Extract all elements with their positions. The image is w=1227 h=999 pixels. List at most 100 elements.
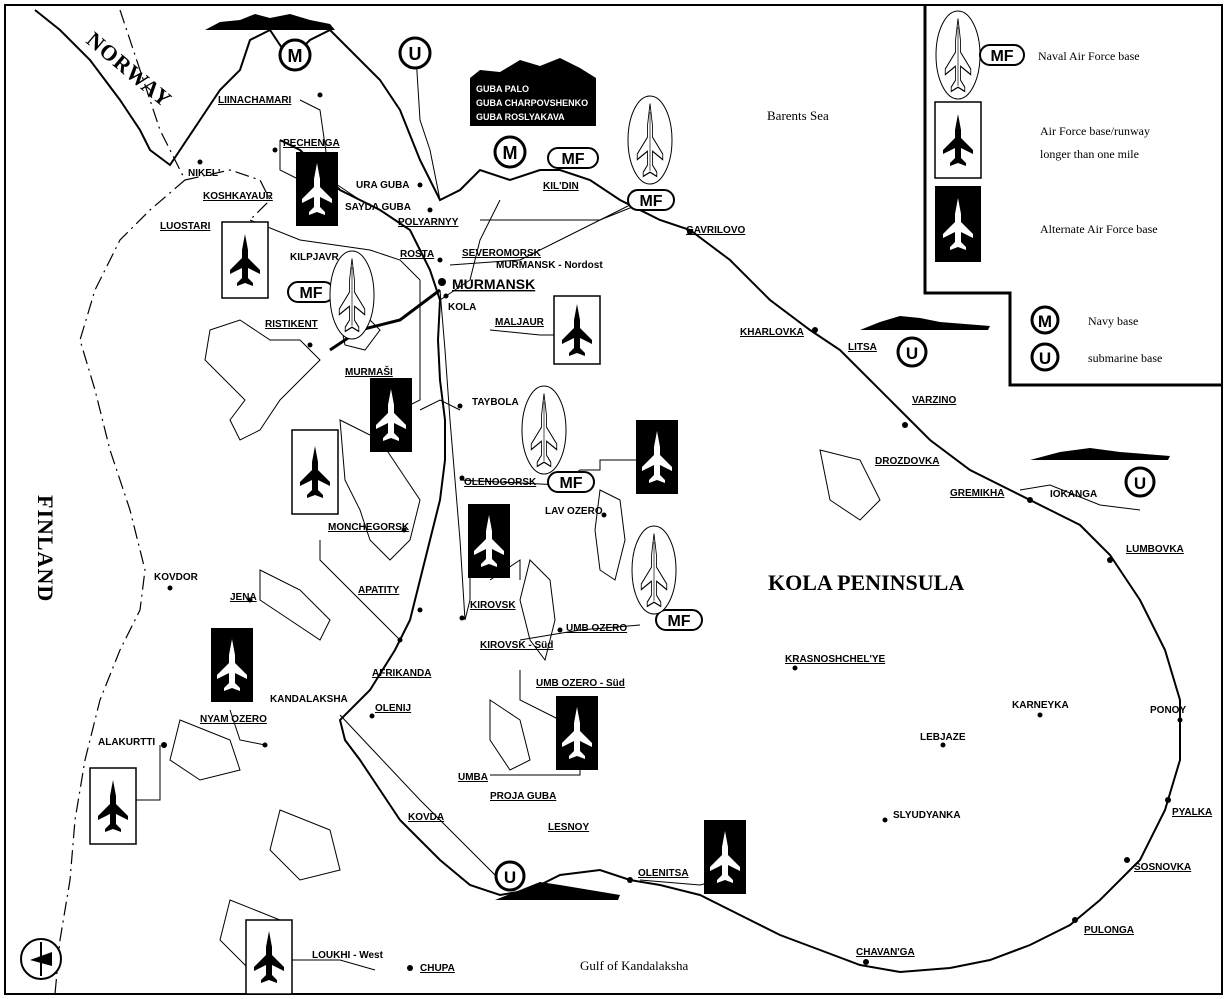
svg-text:U: U [1134,474,1146,493]
place-label: CHAVAN'GA [856,947,915,958]
legend-navy-icon: M [1030,305,1060,335]
finland-border [184,169,271,221]
place-label: POLYARNYY [398,217,459,228]
place-label: PECHENGA [283,138,340,149]
naval-air-base-icon [521,385,567,475]
place-dots [161,92,1183,971]
legend-air-force-icon [934,101,982,179]
submarine-base-icon: U [1124,466,1156,498]
place-label: PYALKA [1172,807,1212,818]
norway-border [54,9,186,995]
place-label: UMB OZERO - Süd [536,678,625,689]
naval-air-base-icon [631,525,677,615]
legend-naval-air-force-base: Naval Air Force base [1038,49,1140,63]
alternate-air-force-base-icon [296,152,338,226]
place-label: OLENIJ [375,703,411,714]
air-force-base-icon [553,295,601,365]
place-label: GAVRILOVO [686,225,745,236]
submarine-base-icon: U [494,860,526,892]
legend-naval-air-icon: MF [935,10,1025,100]
navy-base-icon: M [278,38,312,72]
legend-alternate-air-force-icon [935,186,981,262]
naval-air-badge: MF [547,147,599,169]
legend-air-force-base-line-2: longer than one mile [1040,147,1139,161]
place-label: ROSTA [400,249,434,260]
place-label: CHUPA [420,963,455,974]
place-label: LIINACHAMARI [218,95,292,106]
place-label: NIKEL' [188,168,220,179]
legend: MF Naval Air Force base Air Force base/r… [923,5,1222,387]
place-label: NYAM OZERO [200,714,267,725]
coastline [34,9,1181,974]
legend-navy-base: Navy base [1088,314,1138,328]
place-label: MURMAŠI [345,365,393,378]
place-label: MONCHEGORSK [328,522,410,533]
place-label: KOLA [448,302,476,313]
emblem-icon [20,938,62,980]
place-label: APATITY [358,585,400,596]
svg-text:MF: MF [559,475,582,492]
place-label: KANDALAKSHA [270,694,348,705]
submarine-base-icon: U [398,36,432,70]
place-label: LITSA [848,342,877,353]
submarine-base-icon: U [896,336,928,368]
alternate-air-force-base-icon [370,378,412,452]
legend-u: U [1039,349,1051,368]
legend-submarine-base: submarine base [1088,351,1162,365]
place-label: PULONGA [1084,925,1134,936]
svg-text:U: U [504,868,516,887]
place-label: URA GUBA [356,180,410,191]
place-label: IOKANGA [1050,489,1097,500]
sea-label-kandalaksha: Gulf of Kandalaksha [580,958,689,973]
legend-submarine-icon: U [1030,342,1060,372]
alternate-air-force-base-icon [636,420,678,494]
guba-box: GUBA PALO GUBA CHARPOVSHENKO GUBA ROSLYA… [470,58,596,126]
place-label: ALAKURTTI [98,737,155,748]
air-force-base-icon [221,221,269,299]
svg-text:U: U [906,344,918,363]
guba-box-line-1: GUBA PALO [476,84,529,94]
ship-silhouettes [205,14,1170,900]
place-label: SEVEROMORSK [462,248,542,259]
place-label: SAYDA GUBA [345,202,411,213]
country-label-finland: FINLAND [33,495,58,602]
air-force-base-icon [245,919,293,995]
alternate-air-force-base-icon [704,820,746,894]
alternate-air-force-base-icon [468,504,510,578]
place-label: KIROVSK [470,600,516,611]
alternate-air-force-base-icon [211,628,253,702]
place-label: UMB OZERO [566,623,627,634]
region-label: KOLA PENINSULA [768,570,964,595]
air-force-base-icon [89,767,137,845]
place-label: KIROVSK - Süd [480,640,553,651]
place-label: LAV OZERO [545,506,603,517]
place-label: KOVDOR [154,572,199,583]
place-label: KHARLOVKA [740,327,804,338]
place-label: PROJA GUBA [490,791,556,802]
place-label: DROZDOVKA [875,456,939,467]
place-label: KOVDA [408,812,444,823]
place-label: LUOSTARI [160,221,211,232]
place-label: KARNEYKA [1012,700,1069,711]
place-label: KRASNOSHCHEL'YE [785,654,885,665]
legend-mf: MF [990,48,1013,65]
svg-text:M: M [288,46,303,66]
alternate-air-force-base-icon [556,696,598,770]
place-label: SOSNOVKA [1134,862,1191,873]
place-label: OLENOGORSK [464,477,537,488]
svg-text:M: M [503,143,518,163]
svg-text:U: U [409,44,422,64]
place-label: GREMIKHA [950,488,1004,499]
air-force-base-icon [291,429,339,515]
place-label: JENA [230,592,257,603]
place-label: TAYBOLA [472,397,519,408]
transport-lines [130,39,1141,971]
sea-label-barents: Barents Sea [767,108,829,123]
place-label: SLYUDYANKA [893,810,961,821]
svg-text:MF: MF [639,193,662,210]
place-label: UMBA [458,772,488,783]
naval-air-badge: MF [627,189,675,211]
naval-air-base-icon [627,95,673,185]
place-label-murmansk: MURMANSK [452,276,535,292]
svg-text:MF: MF [667,613,690,630]
